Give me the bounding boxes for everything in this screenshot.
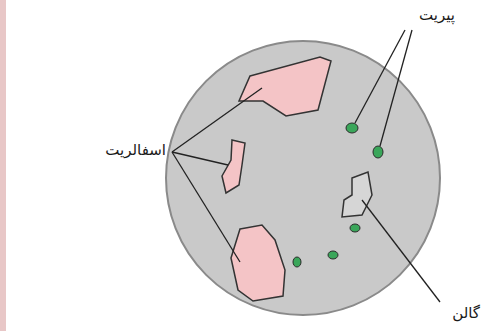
mineral-label: پیریت (419, 6, 455, 24)
leader-lines (172, 30, 440, 302)
sphalerite-grain (231, 225, 285, 301)
mineral-label: اسفالریت (105, 141, 166, 159)
field-of-view (166, 41, 440, 315)
mineral-label: گالن (452, 304, 480, 322)
sphalerite-grain (239, 57, 331, 116)
galena-grain (342, 172, 372, 217)
edge-strip (0, 0, 6, 331)
pyrite-grains (293, 123, 383, 267)
sphalerite-grain (222, 140, 245, 193)
